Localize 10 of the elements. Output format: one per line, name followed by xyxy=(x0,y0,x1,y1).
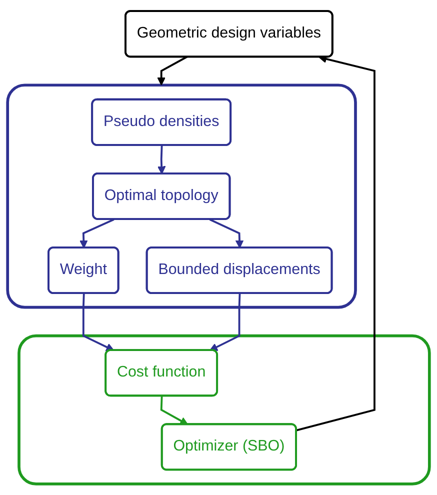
arrow xyxy=(209,294,241,351)
arrow xyxy=(82,294,114,352)
arrow xyxy=(157,145,166,174)
cluster xyxy=(18,334,431,486)
arrow xyxy=(79,218,114,248)
arrow xyxy=(296,54,376,432)
arrow xyxy=(209,218,244,248)
arrow xyxy=(160,396,188,425)
arrow xyxy=(157,56,188,86)
cluster xyxy=(6,84,357,309)
